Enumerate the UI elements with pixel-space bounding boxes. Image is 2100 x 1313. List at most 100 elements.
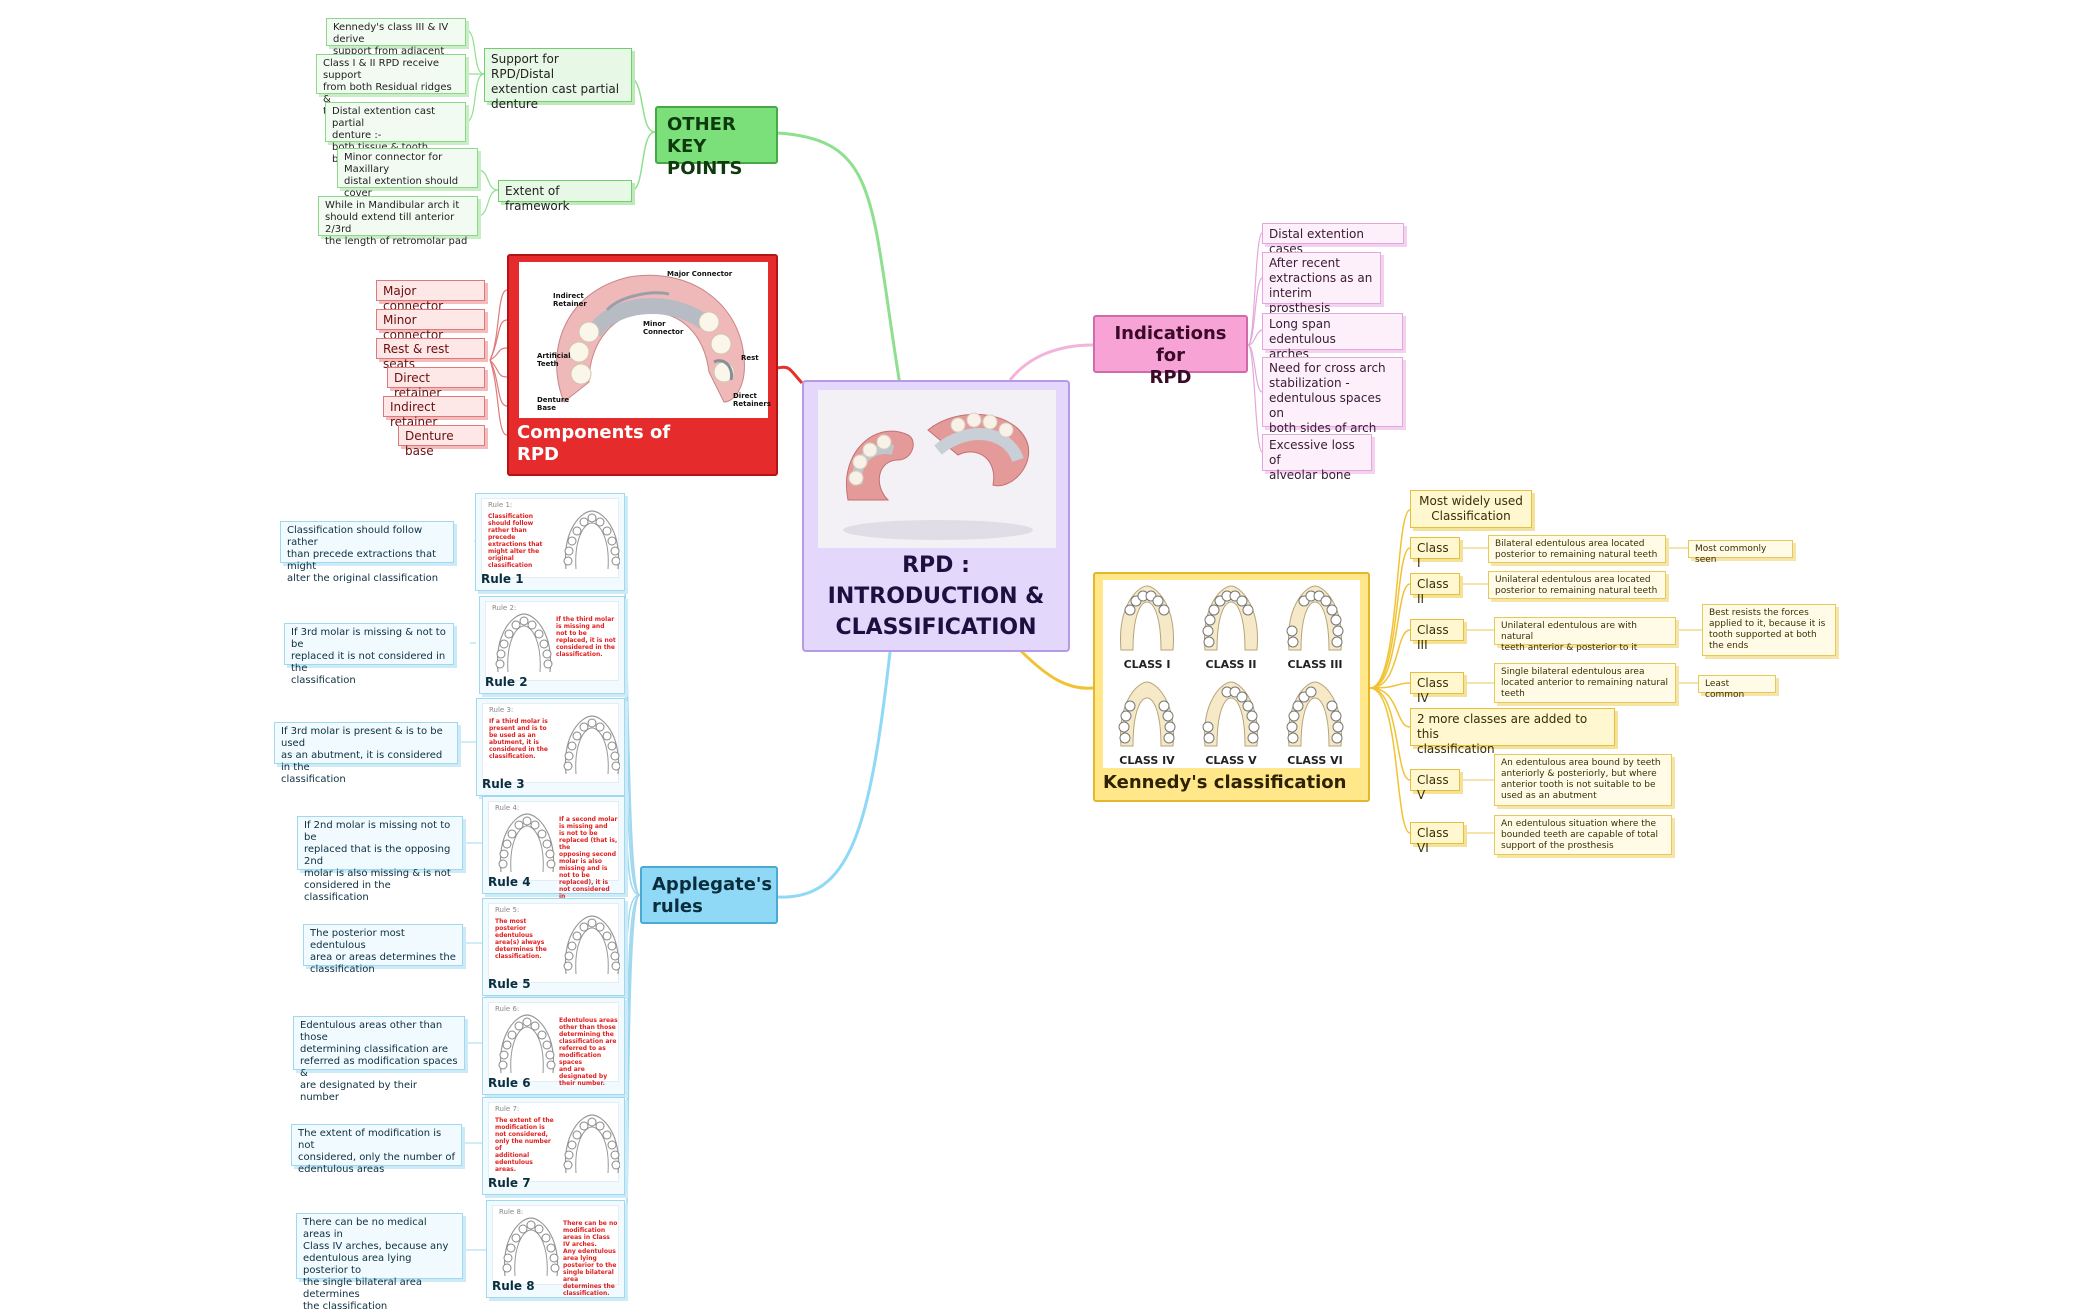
kennedy-class-2[interactable]: Class II — [1410, 573, 1460, 606]
kennedy-class-6[interactable]: Class VI — [1410, 822, 1464, 855]
indication-item-4[interactable]: Need for cross arch stabilization - eden… — [1262, 357, 1403, 435]
kennedy-class-6-desc[interactable]: An edentulous situation where the bounde… — [1494, 815, 1672, 855]
rule-card-5[interactable]: Rule 5:The most posterior edentulous are… — [482, 898, 625, 996]
kennedy-class-5-desc[interactable]: An edentulous area bound by teeth anteri… — [1494, 754, 1672, 806]
rpd-diagram-icon — [556, 274, 745, 403]
branch-title: OTHER KEY POINTS — [667, 114, 743, 179]
img-label-minor-connector: Minor Connector — [643, 320, 684, 336]
rule-label: Rule 4 — [488, 875, 531, 889]
kennedy-class-4-desc[interactable]: Single bilateral edentulous area located… — [1494, 663, 1676, 703]
img-label-denture-base: Denture Base — [537, 396, 570, 412]
component-indirect-retainer[interactable]: Indirect retainer — [383, 396, 485, 429]
img-label-artificial-teeth: Artificial Teeth — [537, 352, 571, 368]
support-rpd-node[interactable]: Support for RPD/Distal extention cast pa… — [484, 48, 632, 111]
dental-arch-icon — [563, 1114, 620, 1174]
rule-7-desc[interactable]: The extent of modification is not consid… — [291, 1124, 462, 1175]
arch-diagrams-icon — [1118, 585, 1344, 747]
component-denture-base[interactable]: Denture base — [398, 425, 485, 458]
rule-3-desc[interactable]: If 3rd molar is present & is to be used … — [274, 722, 458, 785]
rule-image: Rule 3:If a third molar is present and i… — [482, 703, 620, 783]
branch-applegate[interactable]: Applegate's rules — [640, 866, 778, 924]
kennedy-class-5[interactable]: Class V — [1410, 769, 1460, 802]
dental-arch-icon — [498, 1014, 556, 1074]
rule-card-2[interactable]: Rule 2:If the third molar is missing and… — [479, 596, 625, 694]
rule-label: Rule 3 — [482, 777, 525, 791]
center-topic[interactable]: RPD : INTRODUCTION & CLASSIFICATION — [802, 380, 1070, 652]
rule-image: Rule 5:The most posterior edentulous are… — [488, 903, 620, 983]
branch-title: Applegate's rules — [652, 874, 773, 917]
component-minor-connector[interactable]: Minor connector — [376, 309, 485, 342]
component-direct-retainer[interactable]: Direct retainer — [387, 367, 485, 400]
dental-arch-icon — [495, 613, 553, 673]
center-denture-image — [818, 390, 1056, 548]
rule-4-desc[interactable]: If 2nd molar is missing not to be replac… — [297, 816, 463, 903]
kennedy-class-3[interactable]: Class III — [1410, 619, 1464, 652]
kennedy-img-class-5: CLASS V — [1205, 754, 1257, 767]
branch-other-key-points[interactable]: OTHER KEY POINTS — [655, 106, 778, 179]
rule-card-7[interactable]: Rule 7: The extent of the modification is… — [482, 1097, 625, 1195]
link-center-kennedy — [1018, 648, 1094, 690]
kennedy-class-3-note[interactable]: Best resists the forces applied to it, b… — [1702, 604, 1836, 656]
rule-small-label: Rule 5: — [495, 906, 520, 914]
rule-image: Rule 7: The extent of the modification is… — [488, 1102, 620, 1182]
link-center-other — [777, 131, 902, 386]
rule-label: Rule 6 — [488, 1076, 531, 1090]
rule-1-desc[interactable]: Classification should follow rather than… — [280, 521, 454, 584]
support-item-3[interactable]: Distal extention cast partial denture :-… — [325, 102, 466, 165]
branch-title: Components of RPD — [517, 422, 671, 465]
kennedy-img-class-1: CLASS I — [1123, 658, 1171, 671]
kennedy-class-1-note[interactable]: Most commonly seen — [1688, 540, 1793, 565]
indication-item-1[interactable]: Distal extention cases — [1262, 223, 1404, 256]
kennedy-class-4[interactable]: Class IV — [1410, 672, 1464, 705]
rule-red-text: If the third molar is missing and not to… — [556, 616, 616, 658]
indication-item-2[interactable]: After recent extractions as an interim p… — [1262, 252, 1381, 315]
component-major-connector[interactable]: Major connector — [376, 280, 485, 313]
link-center-applegate — [777, 651, 892, 899]
rule-5-desc[interactable]: The posterior most edentulous area or ar… — [303, 924, 463, 975]
kennedy-class-1-desc[interactable]: Bilateral edentulous area located poster… — [1488, 535, 1666, 563]
rule-card-4[interactable]: Rule 4:If a second molar is missing and … — [482, 796, 625, 914]
img-label-direct-retainers: Direct Retainers — [733, 392, 771, 408]
rule-card-3[interactable]: Rule 3:If a third molar is present and i… — [476, 698, 625, 796]
branch-components[interactable]: Major Connector Indirect Retainer Minor … — [507, 254, 778, 476]
link-center-indications — [1008, 343, 1094, 381]
branch-kennedy[interactable]: CLASS I CLASS II CLASS III CLASS IV CLAS… — [1093, 572, 1370, 802]
rule-2-desc[interactable]: If 3rd molar is missing & not to be repl… — [284, 623, 454, 686]
support-item-2[interactable]: Class I & II RPD receive support from bo… — [316, 54, 466, 117]
kennedy-most-widely[interactable]: Most widely used Classification — [1410, 490, 1532, 528]
rule-label: Rule 5 — [488, 977, 531, 991]
framework-item-1[interactable]: Minor connector for Maxillary distal ext… — [337, 148, 478, 211]
dental-arch-icon — [563, 715, 620, 775]
rule-small-label: Rule 6: — [495, 1005, 520, 1013]
rule-8-desc[interactable]: There can be no medical areas in Class I… — [296, 1213, 463, 1312]
component-rest-seats[interactable]: Rest & rest seats — [376, 338, 485, 371]
rule-red-text: The extent of the modification is not co… — [495, 1117, 554, 1173]
branch-title: Kennedy's classification — [1103, 772, 1347, 793]
rule-6-desc[interactable]: Edentulous areas other than those determ… — [293, 1016, 465, 1103]
rule-red-text: Edentulous areas other than those determ… — [559, 1017, 618, 1087]
extent-framework-node[interactable]: Extent of framework — [498, 180, 632, 213]
rule-card-6[interactable]: Rule 6: Edentulous areas other than those… — [482, 997, 625, 1095]
kennedy-classes-image: CLASS I CLASS II CLASS III CLASS IV CLAS… — [1103, 580, 1360, 768]
rule-card-1[interactable]: Rule 1:Classification should follow rath… — [475, 493, 625, 591]
support-item-1[interactable]: Kennedy's class III & IV derive support … — [326, 18, 466, 69]
dental-arch-icon — [563, 915, 620, 975]
indication-item-3[interactable]: Long span edentulous arches — [1262, 313, 1403, 361]
framework-item-2[interactable]: While in Mandibular arch it should exten… — [318, 196, 478, 247]
kennedy-class-1[interactable]: Class I — [1410, 537, 1460, 570]
kennedy-class-2-desc[interactable]: Unilateral edentulous area located poste… — [1488, 571, 1666, 599]
branch-indications[interactable]: Indications for RPD — [1093, 315, 1248, 388]
dental-arch-icon — [498, 813, 556, 873]
rule-small-label: Rule 7: — [495, 1105, 520, 1113]
indication-item-5[interactable]: Excessive loss of alveolar bone — [1262, 434, 1372, 482]
rule-small-label: Rule 1: — [488, 501, 513, 509]
kennedy-class-3-desc[interactable]: Unilateral edentulous are with natural t… — [1494, 617, 1676, 653]
kennedy-class-4-note[interactable]: Least common — [1698, 675, 1776, 700]
components-image: Major Connector Indirect Retainer Minor … — [519, 262, 771, 418]
kennedy-more-classes[interactable]: 2 more classes are added to this classif… — [1410, 708, 1615, 756]
rule-image: Rule 8:There can be no modification area… — [492, 1205, 619, 1297]
center-title: RPD : INTRODUCTION & CLASSIFICATION — [827, 553, 1045, 640]
dental-arch-icon — [563, 510, 620, 570]
rule-card-8[interactable]: Rule 8:There can be no modification area… — [486, 1200, 625, 1298]
rule-image: Rule 2:If the third molar is missing and… — [485, 601, 619, 681]
